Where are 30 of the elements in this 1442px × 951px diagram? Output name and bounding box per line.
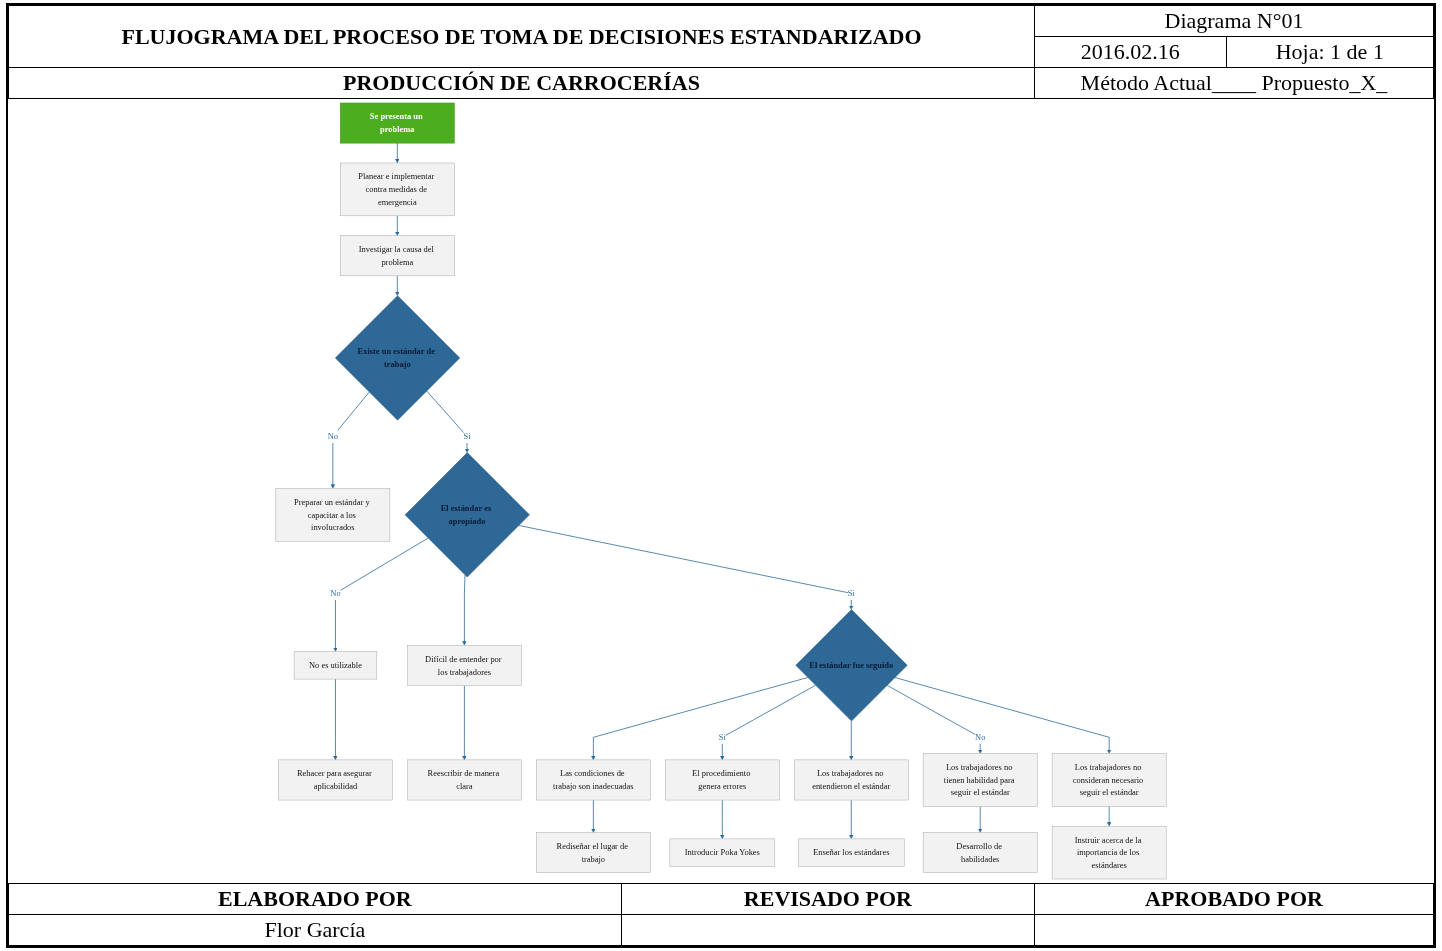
column-heading: ELABORADO POR: [218, 886, 412, 911]
column-heading: REVISADO POR: [743, 886, 912, 911]
process-box: Los trabajadores no tienen habilidad para seguir el estándar: [922, 753, 1038, 807]
author-name: Flor García: [264, 917, 366, 942]
start-box: Se presenta un problema: [340, 102, 455, 144]
process-box: Los trabajadores no consideran necesario seguir el estándar: [1051, 753, 1167, 807]
date: 2016.02.16: [1080, 39, 1180, 64]
diagram-number: Diagrama N°01: [1164, 8, 1304, 33]
process-box: Los trabajadores no entendieron el estándar: [793, 759, 909, 801]
decision-diamond: El estándar es apropiado: [404, 452, 530, 578]
decision-diamond: El estándar fue seguido: [795, 609, 908, 722]
column-heading: APROBADO POR: [1145, 886, 1323, 911]
sheet-number: Hoja: 1 de 1: [1275, 39, 1384, 64]
process-box: Reescribir de manera clara: [407, 759, 522, 801]
subtitle: PRODUCCIÓN DE CARROCERÍAS: [343, 70, 700, 95]
process-box: Investigar la causa del problema: [340, 235, 455, 277]
process-box: Difícil de entender por los trabajadores: [407, 645, 522, 686]
process-box: Las condiciones de trabajo son inadecuadas: [536, 759, 651, 801]
process-box: Enseñar los estándares: [797, 838, 905, 867]
process-box: Rediseñar el lugar de trabajo: [536, 832, 651, 873]
process-box: Planear e implementar contra medidas de emergencia: [340, 162, 455, 217]
process-box: Rehacer para asegurar aplicabilidad: [278, 759, 393, 801]
title: FLUJOGRAMA DEL PROCESO DE TOMA DE DECISIONES ESTANDARIZADO: [121, 23, 922, 49]
process-box: Desarrollo de habilidades: [922, 832, 1038, 873]
process-box: Preparar un estándar y capacitar a los involucrados: [275, 488, 391, 542]
decision-diamond: Existe un estándar de trabajo: [335, 295, 461, 421]
process-box: Instruir acerca de la importancia de los estándares: [1051, 825, 1167, 880]
process-box: Introducir Poka Yokes: [669, 838, 775, 867]
process-box: No es utilizable: [293, 651, 378, 680]
process-box: El procedimiento genera errores: [665, 759, 780, 801]
